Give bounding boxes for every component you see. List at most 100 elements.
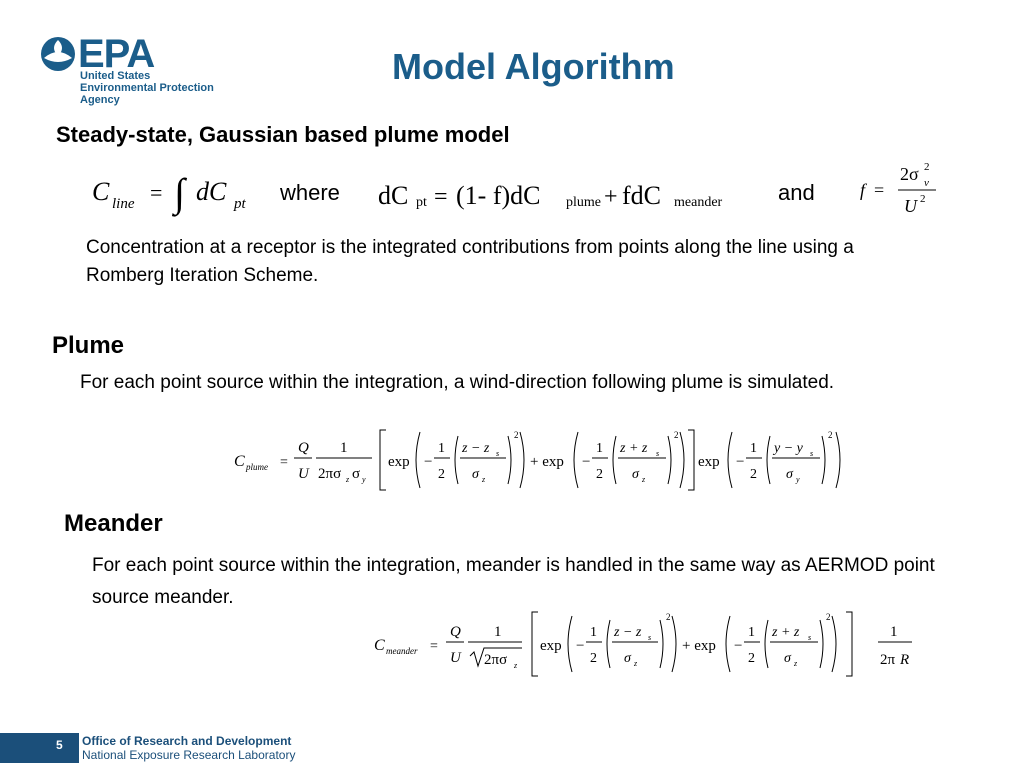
page-number: 5: [56, 738, 63, 752]
svg-text:2: 2: [514, 430, 519, 440]
svg-text:=: =: [430, 639, 438, 654]
svg-text:exp: exp: [388, 454, 410, 470]
svg-text:z: z: [633, 659, 638, 668]
svg-text:2: 2: [826, 612, 831, 622]
footer-lab: National Exposure Research Laboratory: [82, 748, 296, 762]
svg-text:f: f: [860, 180, 868, 200]
svg-text:2: 2: [924, 161, 930, 173]
svg-text:1: 1: [494, 624, 502, 640]
svg-text:dC: dC: [378, 181, 408, 210]
agency-name: United States Environmental Protection A…: [80, 70, 214, 106]
svg-text:1: 1: [750, 441, 757, 456]
svg-text:z: z: [641, 475, 646, 484]
footer-page-bar: [0, 733, 79, 763]
svg-text:2π: 2π: [880, 652, 896, 668]
svg-text:plume: plume: [245, 462, 268, 472]
svg-text:+ exp: + exp: [530, 454, 564, 470]
svg-text:2: 2: [438, 467, 445, 482]
svg-text:2πσ: 2πσ: [484, 652, 507, 668]
svg-text:U: U: [904, 196, 918, 216]
svg-text:s: s: [496, 449, 499, 458]
svg-text:=: =: [280, 455, 288, 470]
epa-wordmark: EPA: [78, 32, 155, 76]
svg-text:+: +: [604, 184, 618, 210]
svg-text:−: −: [582, 454, 590, 470]
and-label: and: [778, 180, 815, 205]
svg-text:2: 2: [750, 467, 757, 482]
slide-title: Model Algorithm: [392, 46, 675, 87]
equation-plume: C plume = Q U 1 2πσ z σ y exp − 1 2 z − …: [232, 426, 852, 496]
svg-text:line: line: [112, 196, 135, 212]
svg-text:σ: σ: [472, 467, 480, 482]
meander-heading: Meander: [64, 510, 163, 537]
svg-text:z + z: z + z: [771, 625, 800, 640]
svg-text:−: −: [736, 454, 744, 470]
svg-text:y − y: y − y: [772, 441, 804, 456]
svg-text:plume: plume: [566, 195, 601, 210]
svg-text:(1- f)dC: (1- f)dC: [456, 181, 540, 210]
svg-text:C: C: [374, 637, 385, 654]
svg-text:U: U: [450, 650, 462, 666]
svg-text:v: v: [924, 177, 929, 189]
svg-text:2: 2: [674, 430, 679, 440]
svg-text:y: y: [361, 475, 366, 484]
svg-text:1: 1: [596, 441, 603, 456]
svg-text:meander: meander: [386, 646, 418, 656]
svg-text:2: 2: [596, 467, 603, 482]
svg-text:Q: Q: [450, 624, 461, 640]
svg-text:R: R: [899, 652, 909, 668]
svg-text:z: z: [513, 661, 518, 670]
svg-text:1: 1: [438, 441, 445, 456]
equation-decomposition: dC pt = (1- f)dC plume + fdC meander: [378, 172, 768, 216]
footer-office: Office of Research and Development: [82, 734, 292, 748]
meander-description: For each point source within the integra…: [92, 555, 935, 608]
svg-text:y: y: [795, 475, 800, 484]
svg-text:meander: meander: [674, 195, 723, 210]
svg-text:−: −: [734, 638, 742, 654]
svg-text:1: 1: [590, 625, 597, 640]
svg-text:σ: σ: [632, 467, 640, 482]
svg-text:2: 2: [920, 193, 926, 205]
svg-text:C: C: [92, 177, 110, 206]
svg-text:C: C: [234, 453, 245, 470]
svg-text:z: z: [793, 659, 798, 668]
svg-text:pt: pt: [233, 196, 247, 212]
svg-text:exp: exp: [540, 638, 562, 654]
svg-text:z + z: z + z: [619, 441, 648, 456]
svg-text:1: 1: [748, 625, 755, 640]
svg-text:z − z: z − z: [613, 625, 642, 640]
svg-text:−: −: [424, 454, 432, 470]
svg-text:−: −: [576, 638, 584, 654]
where-label: where: [280, 180, 340, 205]
svg-text:2πσ: 2πσ: [318, 466, 341, 482]
svg-text:1: 1: [340, 440, 348, 456]
svg-text:=: =: [150, 180, 162, 205]
svg-text:Q: Q: [298, 440, 309, 456]
svg-text:U: U: [298, 466, 310, 482]
svg-text:pt: pt: [416, 195, 427, 210]
svg-text:s: s: [656, 449, 659, 458]
svg-text:exp: exp: [698, 454, 720, 470]
equation-meander: C meander = Q U 1 2πσ z exp − 1 2 z − z …: [372, 608, 932, 680]
epa-logo: EPA United States Environmental Protecti…: [40, 32, 240, 116]
svg-text:dC: dC: [196, 177, 227, 206]
svg-text:+ exp: + exp: [682, 638, 716, 654]
svg-text:z − z: z − z: [461, 441, 490, 456]
equation-f-definition: f = 2σ 2 v U 2: [858, 158, 948, 218]
svg-text:2: 2: [748, 651, 755, 666]
svg-text:σ: σ: [624, 651, 632, 666]
slide-subtitle: Steady-state, Gaussian based plume model: [56, 122, 510, 147]
svg-text:s: s: [808, 633, 811, 642]
svg-text:s: s: [810, 449, 813, 458]
svg-text:2σ: 2σ: [900, 164, 919, 184]
epa-flower-icon: [41, 37, 75, 71]
equation-line-integral: C line = ∫ dC pt: [92, 168, 262, 218]
svg-text:z: z: [345, 475, 350, 484]
plume-heading: Plume: [52, 332, 125, 359]
svg-text:2: 2: [666, 612, 671, 622]
svg-text:z: z: [481, 475, 486, 484]
svg-text:2: 2: [828, 430, 833, 440]
svg-text:=: =: [434, 184, 448, 210]
svg-text:σ: σ: [784, 651, 792, 666]
svg-text:∫: ∫: [171, 170, 188, 217]
